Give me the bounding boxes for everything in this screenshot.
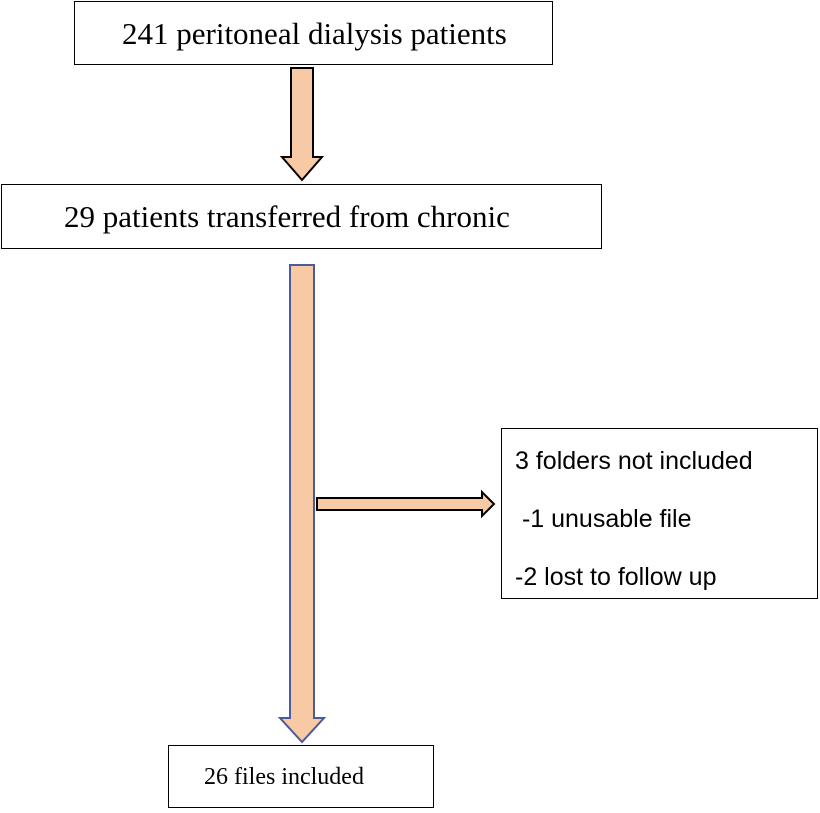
exclusion-box: 3 folders not included -1 unusable file … xyxy=(501,428,818,599)
exclusion-title: 3 folders not included xyxy=(515,447,753,475)
arrow-step1-to-step2 xyxy=(279,67,325,182)
step-label-included: 26 files included xyxy=(204,764,364,790)
step-label-transferred: 29 patients transferred from chronic xyxy=(64,199,510,234)
exclusion-reason-unusable: -1 unusable file xyxy=(515,505,692,533)
step-box-files-included: 26 files included xyxy=(168,745,434,808)
exclusion-reason-lost: -2 lost to follow up xyxy=(515,563,717,591)
step-box-transferred-patients: 29 patients transferred from chronic xyxy=(1,184,602,249)
step-label-initial: 241 peritoneal dialysis patients xyxy=(122,16,507,51)
arrow-step2-to-included xyxy=(277,264,327,744)
step-box-initial-patients: 241 peritoneal dialysis patients xyxy=(74,1,553,65)
arrow-to-exclusion xyxy=(316,489,496,519)
